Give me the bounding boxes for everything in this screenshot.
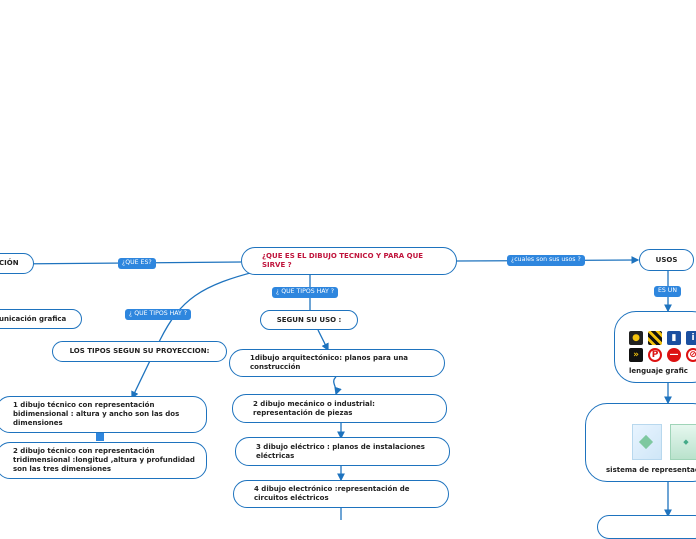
tipos-proyeccion-text: LOS TIPOS SEGUN SU PROYECCION: <box>69 347 210 356</box>
technical-drawing-thumbnails: ◆ <box>632 424 696 461</box>
uso-electronico-text: 4 dibujo electrónico :representación de … <box>254 485 410 502</box>
comunicacion-grafica-text: unicación grafica <box>0 314 67 323</box>
lenguaje-grafico-text: lenguaje grafic <box>629 367 688 376</box>
no-sign-icon: ⊘ <box>686 348 696 363</box>
comunicacion-grafica-node[interactable]: unicación grafica <box>0 309 82 329</box>
proyeccion-bidimensional-node[interactable]: 1 dibujo técnico con representación bidi… <box>0 396 207 433</box>
chevron-sign-icon: » <box>629 348 643 363</box>
uso-arquitectonico-node[interactable]: 1dibujo arquitectónico: planos para una … <box>229 349 445 377</box>
tipos-proyeccion-node[interactable]: LOS TIPOS SEGUN SU PROYECCION: <box>52 341 227 362</box>
sign-icons-grid: ● ▮ i » P — ⊘ <box>629 331 696 363</box>
info-sign-icon: i <box>686 331 696 346</box>
striped-sign-icon <box>648 331 662 346</box>
root-node-text: ¿QUE ES EL DIBUJO TECNICO Y PARA QUE SIR… <box>262 252 424 269</box>
uso-electrico-node[interactable]: 3 dibujo eléctrico : planos de instalaci… <box>235 437 450 466</box>
label-que-tipos-hay-left: ¿ QUE TIPOS HAY ? <box>125 309 192 320</box>
projection-drawing-icon: ◆ <box>670 424 696 461</box>
no-entry-icon: — <box>667 348 681 363</box>
lenguaje-grafico-node[interactable]: ● ▮ i » P — ⊘ lenguaje grafic <box>614 311 696 383</box>
connector-square <box>96 433 104 441</box>
traffic-light-icon: ● <box>629 331 643 346</box>
uso-mecanico-node[interactable]: 2 dibujo mecánico o industrial: represen… <box>232 394 447 423</box>
label-que-es: ¿QUE ES? <box>118 258 156 269</box>
root-node[interactable]: ¿QUE ES EL DIBUJO TECNICO Y PARA QUE SIR… <box>241 247 457 275</box>
no-parking-icon: P <box>648 348 662 363</box>
sistema-representacion-node[interactable]: ◆ sistema de representac <box>585 403 696 482</box>
segun-uso-node[interactable]: SEGUN SU USO : <box>260 310 358 330</box>
label-es-un: ES UN <box>654 286 681 297</box>
proyeccion-bidimensional-text: 1 dibujo técnico con representación bidi… <box>13 401 180 427</box>
uso-arquitectonico-text: 1dibujo arquitectónico: planos para una … <box>250 354 409 371</box>
que-es-node[interactable]: CIÓN <box>0 253 34 274</box>
segun-uso-text: SEGUN SU USO : <box>276 315 342 324</box>
usos-node[interactable]: USOS <box>639 249 694 271</box>
uso-electrico-text: 3 dibujo eléctrico : planos de instalaci… <box>256 442 425 460</box>
proyeccion-tridimensional-node[interactable]: 2 dibujo técnico con representación trid… <box>0 442 207 479</box>
isometric-drawing-icon <box>632 424 662 461</box>
next-node-partial[interactable] <box>597 515 696 539</box>
sistema-representacion-text: sistema de representac <box>606 466 696 475</box>
uso-mecanico-text: 2 dibujo mecánico o industrial: represen… <box>253 399 375 417</box>
usos-text: USOS <box>655 255 678 264</box>
proyeccion-tridimensional-text: 2 dibujo técnico con representación trid… <box>13 447 195 473</box>
uso-electronico-node[interactable]: 4 dibujo electrónico :representación de … <box>233 480 449 508</box>
label-cuales-usos: ¿cuales son sus usos ? <box>507 255 585 266</box>
parking-sign-icon: ▮ <box>667 331 681 346</box>
label-que-tipos-hay-mid: ¿ QUE TIPOS HAY ? <box>272 287 339 298</box>
que-es-node-text: CIÓN <box>0 259 19 268</box>
